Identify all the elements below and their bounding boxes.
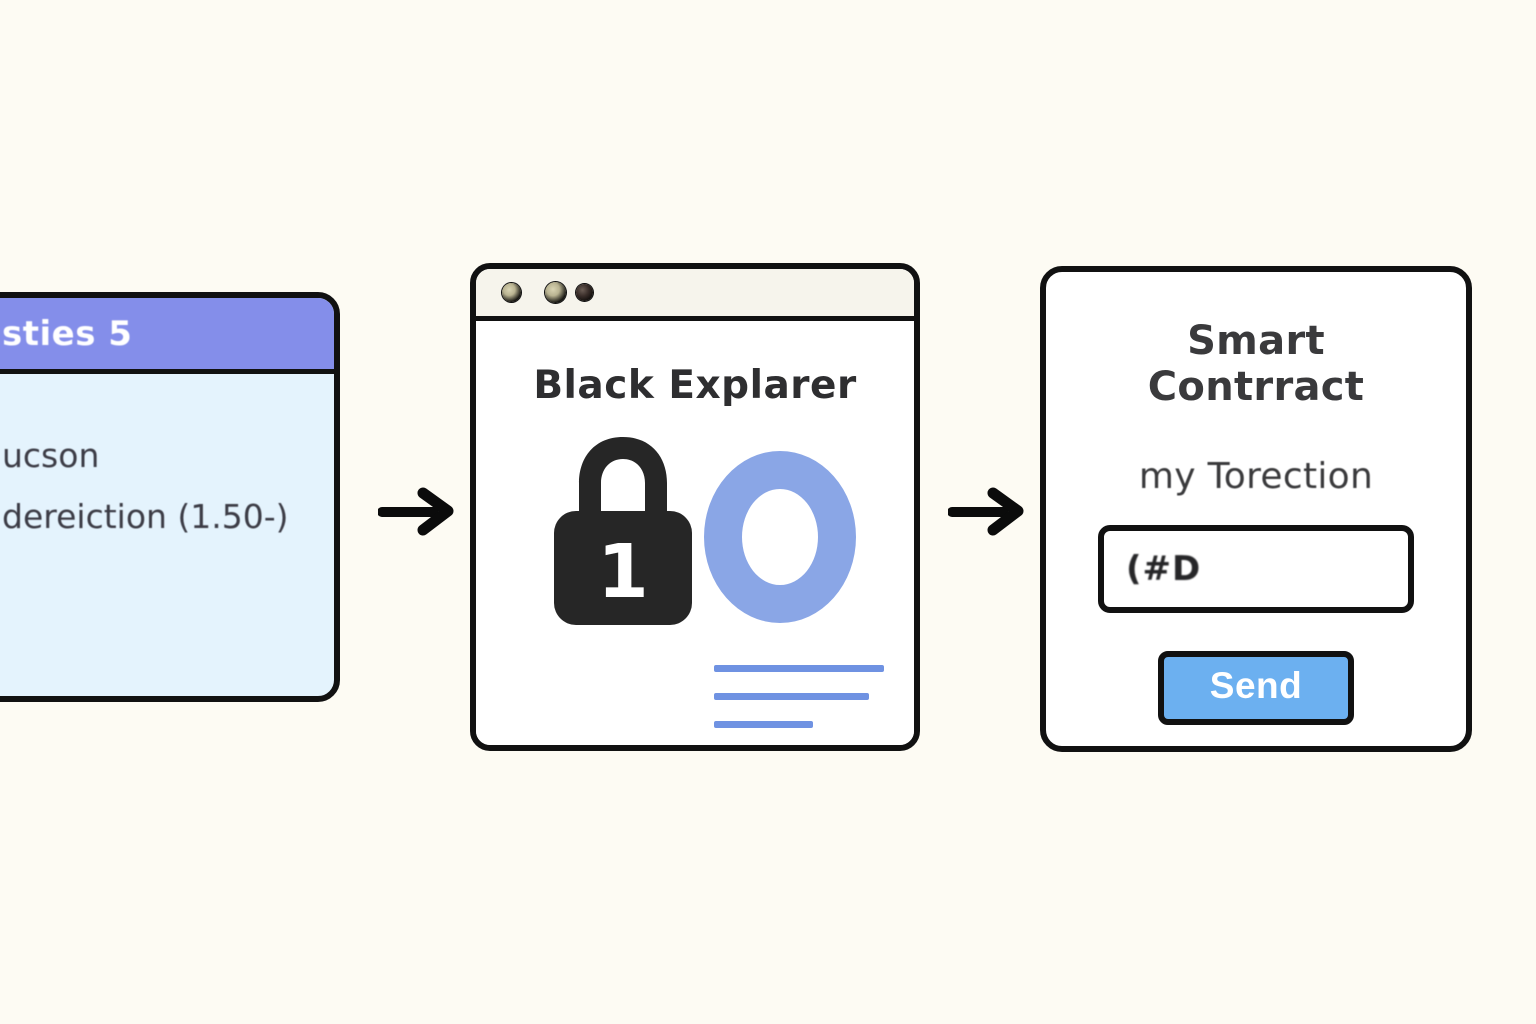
arrow-right-icon-2	[948, 482, 1026, 540]
send-button-row: Send	[1098, 651, 1414, 725]
browser-content: Black Explarer 1	[476, 321, 914, 745]
wallet-panel: sties 5 ucson dereiction (1.50-)	[0, 292, 340, 702]
wallet-panel-header: sties 5	[0, 298, 334, 374]
transaction-input-value: (#D	[1126, 549, 1202, 589]
wallet-panel-body: ucson dereiction (1.50-)	[0, 374, 334, 536]
explorer-title: Black Explarer	[533, 363, 857, 408]
transaction-input[interactable]: (#D	[1098, 525, 1414, 613]
browser-titlebar	[476, 269, 914, 321]
placeholder-bar-2	[714, 693, 869, 700]
smart-contract-body: Smart Contrract my Torection (#D Send	[1046, 272, 1466, 746]
smart-contract-panel: Smart Contrract my Torection (#D Send	[1040, 266, 1472, 752]
send-button[interactable]: Send	[1157, 651, 1355, 725]
smart-contract-subtitle: my Torection	[1138, 456, 1374, 497]
wallet-line-2: dereiction (1.50-)	[2, 497, 289, 536]
arrow-right-icon-1	[378, 482, 456, 540]
lock-icon: 1	[548, 429, 698, 629]
placeholder-bar-3	[714, 721, 813, 728]
traffic-light-dot-1[interactable]	[502, 283, 521, 302]
wallet-line-1: ucson	[2, 436, 100, 475]
placeholder-bar-1	[714, 665, 884, 672]
traffic-light-dot-3[interactable]	[576, 284, 593, 301]
lock-badge-number: 1	[597, 529, 649, 615]
wallet-panel-header-title: sties 5	[2, 313, 133, 354]
traffic-light-dot-2[interactable]	[545, 282, 566, 303]
smart-contract-title: Smart Contrract	[1147, 318, 1365, 410]
ring-o-icon	[704, 451, 856, 623]
content-placeholder-bars	[714, 665, 884, 745]
explorer-panel: Black Explarer 1	[470, 263, 920, 751]
